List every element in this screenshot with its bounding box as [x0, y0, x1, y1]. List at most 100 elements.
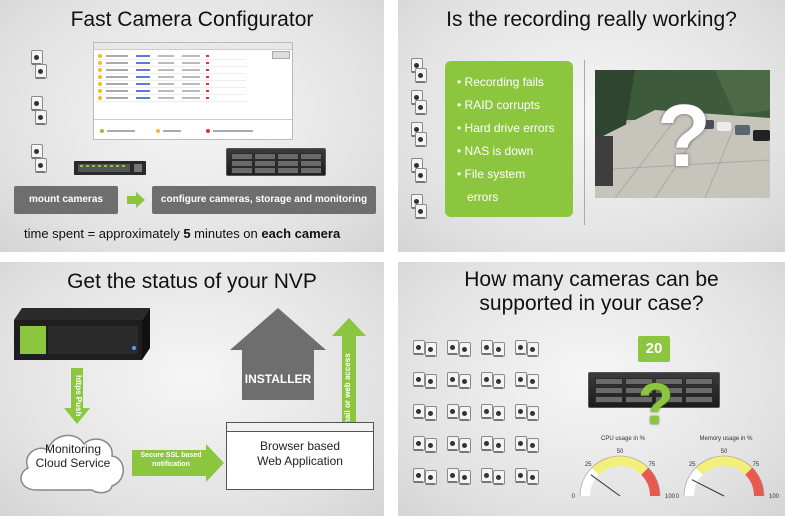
camera-icon	[34, 158, 47, 173]
browser-app-label: Browser based Web Application	[257, 439, 343, 468]
camera-icon	[414, 168, 427, 183]
camera-icon	[412, 436, 425, 451]
camera-icon	[414, 204, 427, 219]
camera-icon	[492, 374, 505, 389]
cpu-gauge-needle	[590, 474, 621, 497]
camera-icon	[458, 406, 471, 421]
memory-gauge-tick-label: 75	[752, 462, 759, 468]
cpu-gauge-tick-label: 75	[648, 462, 655, 468]
camera-grid	[412, 340, 562, 500]
panel-how-many-cameras: How many cameras can be supported in you…	[398, 262, 785, 516]
email-web-arrow-icon	[332, 318, 366, 468]
house-icon	[230, 308, 326, 400]
memory-gauge-tick-label: 0	[676, 494, 680, 500]
camera-icon	[492, 406, 505, 421]
camera-icon	[446, 468, 459, 483]
memory-gauge-band	[684, 467, 703, 496]
arrow-down-icon	[64, 368, 90, 424]
question-mark: ?	[638, 372, 674, 437]
window-icon: Browser based Web Application	[226, 422, 374, 490]
panel-nvp-status: Get the status of your NVP https Push IN…	[0, 262, 384, 516]
camera-icon	[526, 342, 539, 357]
panel-title: Fast Camera Configurator	[70, 8, 314, 31]
camera-icon	[480, 340, 493, 355]
camera-icon	[492, 470, 505, 485]
camera-icon	[480, 468, 493, 483]
camera-icon	[514, 436, 527, 451]
time-prefix: time spent = approximately	[24, 226, 184, 241]
camera-icon	[514, 340, 527, 355]
camera-icon	[526, 470, 539, 485]
cpu-gauge-band	[580, 467, 599, 496]
camera-icon	[30, 144, 43, 159]
server-icon	[588, 372, 720, 408]
switch-icon	[74, 161, 146, 175]
memory-gauge-outline	[683, 455, 765, 497]
bullet-item: • File system	[457, 167, 526, 181]
problems-box: • Recording fails • RAID corrupts • Hard…	[445, 61, 573, 217]
camera-icon	[424, 406, 437, 421]
camera-icon	[424, 470, 437, 485]
camera-icon	[514, 372, 527, 387]
camera-icon	[414, 68, 427, 83]
camera-icon	[412, 468, 425, 483]
cpu-gauge-band	[641, 467, 660, 496]
camera-icon	[34, 110, 47, 125]
https-push-label: https Push	[74, 375, 83, 417]
server-icon	[226, 148, 326, 176]
bullet-item: • RAID corrupts	[457, 98, 540, 112]
camera-icon	[458, 342, 471, 357]
memory-gauge-needle	[691, 479, 725, 497]
time-number: 5	[183, 226, 191, 241]
camera-list-table	[96, 54, 246, 102]
panel-recording-working: Is the recording really working? • Recor…	[398, 0, 785, 252]
cpu-gauge-tick-label: 100	[665, 494, 676, 500]
camera-icon	[526, 406, 539, 421]
memory-gauge-tick-label: 100	[769, 494, 780, 500]
cpu-gauge-band	[591, 456, 649, 475]
surveillance-image: ?	[595, 70, 770, 198]
bullet-item: errors	[467, 190, 499, 204]
camera-icon	[480, 404, 493, 419]
camera-icon	[446, 404, 459, 419]
time-mid: minutes on	[190, 226, 262, 241]
camera-icon	[492, 438, 505, 453]
nvp-device-icon	[14, 308, 150, 360]
memory-gauge-tick-label: 25	[689, 462, 696, 468]
cpu-label: CPU usage in %	[600, 436, 646, 442]
panel-title: Is the recording really working?	[446, 8, 737, 31]
camera-icon	[414, 100, 427, 115]
cpu-gauge-outline	[579, 455, 661, 497]
cpu-gauge-tick-label: 25	[585, 462, 592, 468]
camera-icon	[514, 404, 527, 419]
camera-icon	[412, 340, 425, 355]
camera-icon	[446, 372, 459, 387]
question-mark: ?	[657, 86, 711, 185]
camera-icon	[34, 64, 47, 79]
camera-icon	[458, 438, 471, 453]
memory-gauge-band	[695, 456, 753, 475]
legend-row	[100, 129, 253, 133]
cloud-icon	[20, 434, 124, 494]
camera-icon	[412, 372, 425, 387]
camera-icon	[424, 438, 437, 453]
installer-label: INSTALLER	[244, 372, 312, 386]
time-each-camera: each camera	[261, 226, 341, 241]
camera-icon	[446, 436, 459, 451]
camera-icon	[30, 96, 43, 111]
panel-fast-camera-configurator: Fast Camera Configurator	[0, 0, 384, 252]
camera-icon	[480, 436, 493, 451]
cpu-gauge-tick-label: 0	[572, 494, 576, 500]
camera-icon	[446, 340, 459, 355]
camera-icon	[412, 404, 425, 419]
camera-icon	[514, 468, 527, 483]
camera-icon	[526, 438, 539, 453]
arrow-right-icon	[132, 444, 224, 482]
camera-icon	[492, 342, 505, 357]
step-configure: configure cameras, storage and monitorin…	[152, 186, 376, 214]
camera-icon	[30, 50, 43, 65]
camera-icon	[458, 470, 471, 485]
camera-icon	[458, 374, 471, 389]
vertical-divider	[584, 60, 585, 225]
